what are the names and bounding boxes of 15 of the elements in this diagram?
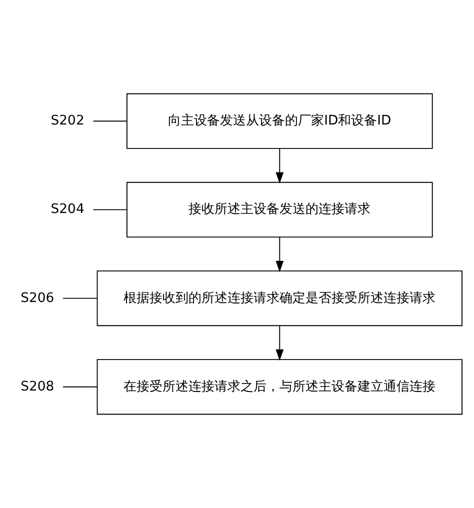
node-box: 根据接收到的所述连接请求确定是否接受所述连接请求	[96, 270, 462, 326]
connector	[62, 298, 98, 299]
node-box: 向主设备发送从设备的厂家ID和设备ID	[126, 93, 433, 149]
connector	[62, 386, 98, 388]
node-text: S204	[50, 202, 84, 218]
connector	[92, 120, 128, 122]
arrow	[276, 325, 284, 361]
arrow	[276, 236, 284, 272]
arrow	[276, 148, 284, 184]
node-text: S206	[20, 290, 54, 306]
node-text: S202	[50, 114, 84, 129]
node-box: 在接受所述连接请求之后，与所述主设备建立通信连接	[96, 359, 462, 415]
connector	[92, 209, 128, 210]
node-box: 接收所述主设备发送的连接请求	[126, 182, 433, 238]
node-text: S208	[20, 379, 54, 394]
